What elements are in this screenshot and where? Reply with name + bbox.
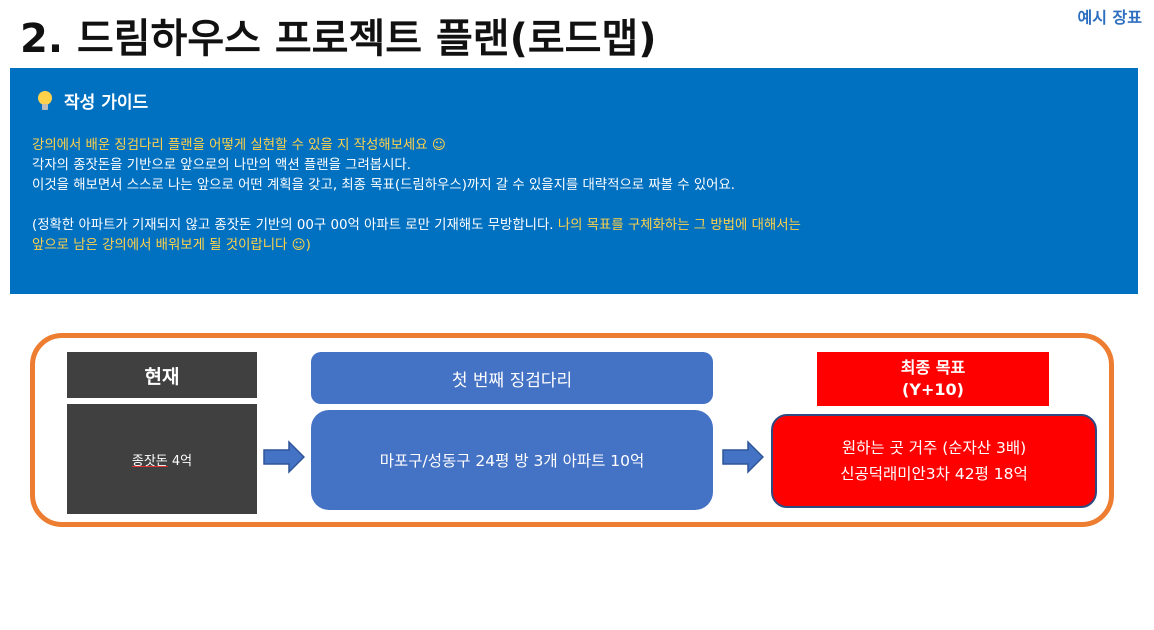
final-goal-header: 최종 목표 (Y+10) xyxy=(817,352,1049,406)
seed-money-word: 종잣돈 xyxy=(131,453,168,469)
first-step-header: 첫 번째 징검다리 xyxy=(311,352,713,404)
arrow-right-icon xyxy=(263,440,305,474)
guide-note-line-2: 앞으로 남은 강의에서 배워보게 될 것이랍니다 ☺) xyxy=(32,238,311,253)
seed-money-amount: 4억 xyxy=(171,453,193,469)
guide-line-3: 이것을 해보면서 스스로 나는 앞으로 어떤 계획을 갖고, 최종 목표(드림하… xyxy=(32,178,736,193)
guide-body: 강의에서 배운 징검다리 플랜을 어떻게 실현할 수 있을 지 작성해보세요 ☺… xyxy=(32,136,1122,256)
lightbulb-icon xyxy=(38,90,52,111)
guide-heading-text: 작성 가이드 xyxy=(64,93,149,113)
roadmap-frame xyxy=(30,333,1114,527)
guide-note-white: (정확한 아파트가 기재되지 않고 종잣돈 기반의 00구 00억 아파트 로만… xyxy=(32,218,554,233)
final-goal-line-2: 신공덕래미안3차 42평 18억 xyxy=(840,465,1028,483)
guide-heading: 작성 가이드 xyxy=(38,88,148,113)
final-goal-detail: 원하는 곳 거주 (순자산 3배) 신공덕래미안3차 42평 18억 xyxy=(771,414,1097,508)
guide-note-line-1: (정확한 아파트가 기재되지 않고 종잣돈 기반의 00구 00억 아파트 로만… xyxy=(32,216,1122,236)
first-step-detail: 마포구/성동구 24평 방 3개 아파트 10억 xyxy=(311,410,713,510)
final-goal-line-1: 원하는 곳 거주 (순자산 3배) xyxy=(841,439,1027,457)
current-seed-money: 종잣돈 4억 xyxy=(67,404,257,514)
current-header: 현재 xyxy=(67,352,257,398)
writing-guide-box: 작성 가이드 강의에서 배운 징검다리 플랜을 어떻게 실현할 수 있을 지 작… xyxy=(10,68,1138,294)
final-goal-label: 최종 목표 xyxy=(900,358,966,377)
guide-note-yellow: 나의 목표를 구체화하는 그 방법에 대해서는 xyxy=(557,218,801,233)
arrow-right-icon xyxy=(722,440,764,474)
final-goal-sublabel: (Y+10) xyxy=(902,380,964,399)
guide-line-2: 각자의 종잣돈을 기반으로 앞으로의 나만의 액션 플랜을 그려봅시다. xyxy=(32,158,411,173)
page-title: 2. 드림하우스 프로젝트 플랜(로드맵) xyxy=(20,16,657,62)
sample-tag: 예시 장표 xyxy=(1077,8,1142,27)
guide-line-1: 강의에서 배운 징검다리 플랜을 어떻게 실현할 수 있을 지 작성해보세요 ☺ xyxy=(32,138,446,153)
